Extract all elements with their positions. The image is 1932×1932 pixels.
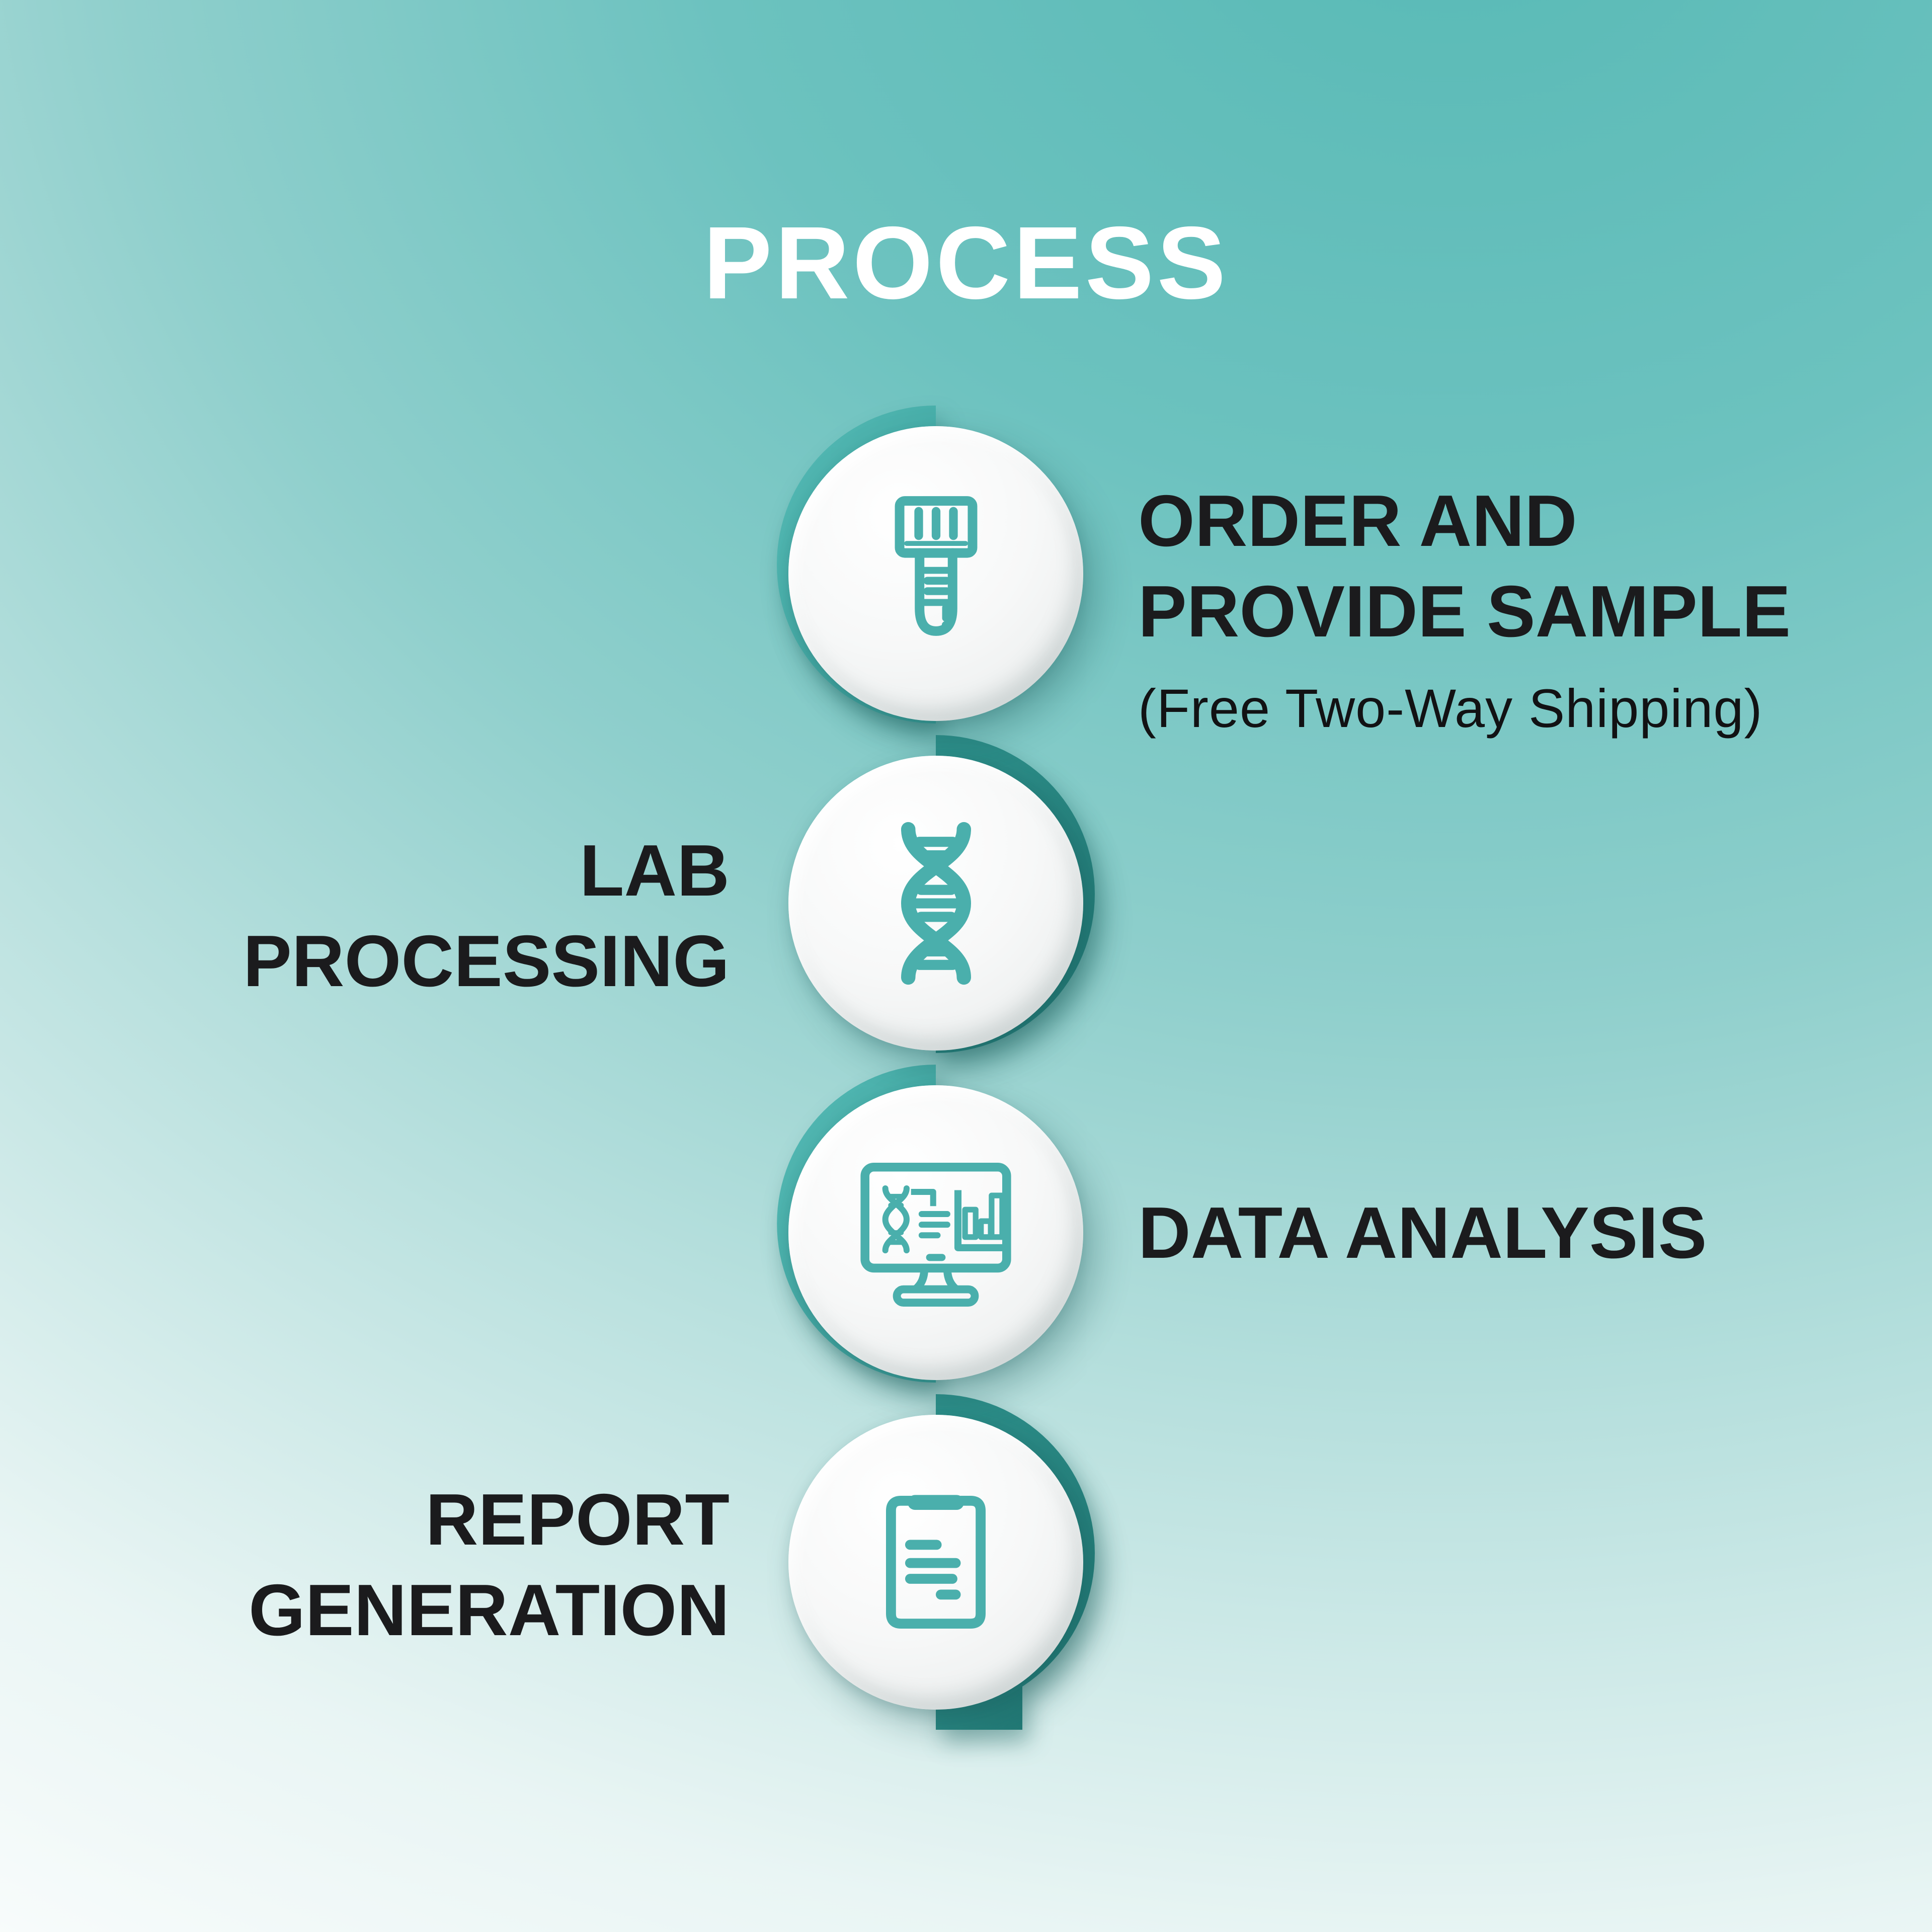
step-2-title-line-2: PROCESSING xyxy=(243,920,730,1002)
step-2-label: LAB PROCESSING xyxy=(243,825,730,1006)
step-1-title-line-1: ORDER AND xyxy=(1138,480,1577,561)
report-document-icon xyxy=(886,1495,986,1629)
step-4-label: REPORT GENERATION xyxy=(249,1474,730,1655)
monitor-analysis-icon xyxy=(860,1162,1011,1307)
step-2-circle xyxy=(788,756,1083,1051)
step-4-circle xyxy=(788,1415,1083,1710)
step-1-label: ORDER AND PROVIDE SAMPLE (Free Two-Way S… xyxy=(1138,475,1791,740)
step-4-title-line-2: GENERATION xyxy=(249,1569,730,1651)
dna-icon xyxy=(901,822,971,985)
step-1-title-line-2: PROVIDE SAMPLE xyxy=(1138,571,1791,652)
step-2-title-line-1: LAB xyxy=(579,830,730,911)
step-4-title-line-1: REPORT xyxy=(425,1479,730,1560)
page-title: PROCESS xyxy=(703,205,1229,320)
step-1-subtitle: (Free Two-Way Shipping) xyxy=(1138,678,1763,739)
test-tube-icon xyxy=(895,496,977,636)
step-1-circle xyxy=(788,426,1083,721)
step-3-label: DATA ANALYSIS xyxy=(1138,1187,1707,1278)
step-3-circle xyxy=(788,1085,1083,1380)
step-3-title-line-1: DATA ANALYSIS xyxy=(1138,1192,1707,1273)
